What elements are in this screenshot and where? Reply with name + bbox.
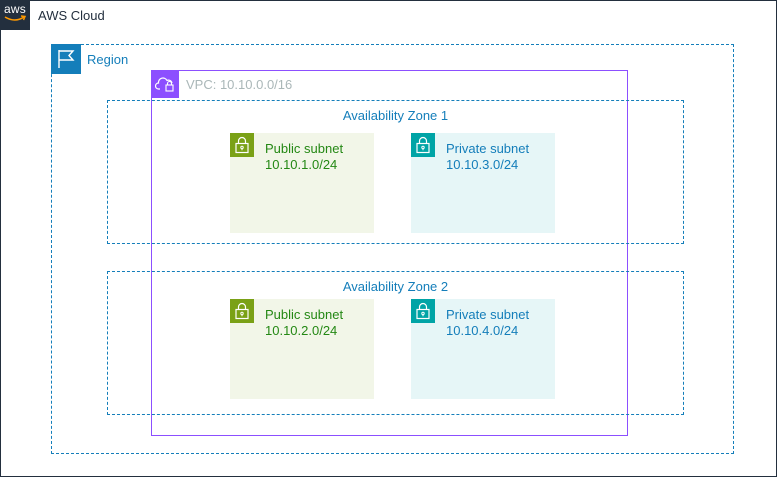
vpc-title: VPC: 10.10.0.0/16 xyxy=(186,77,293,92)
subnet-cidr: 10.10.1.0/24 xyxy=(265,157,338,172)
subnet-name: Private subnet xyxy=(446,141,530,156)
region-title: Region xyxy=(87,52,129,67)
vpc-cloud-lock-icon xyxy=(151,70,179,98)
subnet-cidr: 10.10.4.0/24 xyxy=(446,323,519,338)
subnet-name: Public subnet xyxy=(265,141,344,156)
subnet-cidr: 10.10.2.0/24 xyxy=(265,323,338,338)
vpc-group xyxy=(151,70,628,436)
aws-logo-icon: aws xyxy=(0,0,30,30)
aws-cloud-title: AWS Cloud xyxy=(38,8,105,23)
availability-zone-1-title: Availability Zone 1 xyxy=(342,108,449,123)
subnet-name: Public subnet xyxy=(265,307,344,322)
private-subnet-2: Private subnet 10.10.4.0/24 xyxy=(411,299,555,399)
availability-zone-2 xyxy=(107,271,684,415)
lock-icon xyxy=(411,133,435,157)
region-group xyxy=(51,44,734,454)
lock-icon xyxy=(230,299,254,323)
public-subnet-2: Public subnet 10.10.2.0/24 xyxy=(230,299,374,399)
aws-logo-text: aws xyxy=(4,2,26,16)
subnet-cidr: 10.10.3.0/24 xyxy=(446,157,519,172)
lock-icon xyxy=(230,133,254,157)
lock-icon xyxy=(411,299,435,323)
availability-zone-2-title: Availability Zone 2 xyxy=(342,279,449,294)
public-subnet-1: Public subnet 10.10.1.0/24 xyxy=(230,133,374,233)
availability-zone-1 xyxy=(107,100,684,244)
flag-icon xyxy=(51,44,81,74)
private-subnet-1: Private subnet 10.10.3.0/24 xyxy=(411,133,555,233)
subnet-name: Private subnet xyxy=(446,307,530,322)
